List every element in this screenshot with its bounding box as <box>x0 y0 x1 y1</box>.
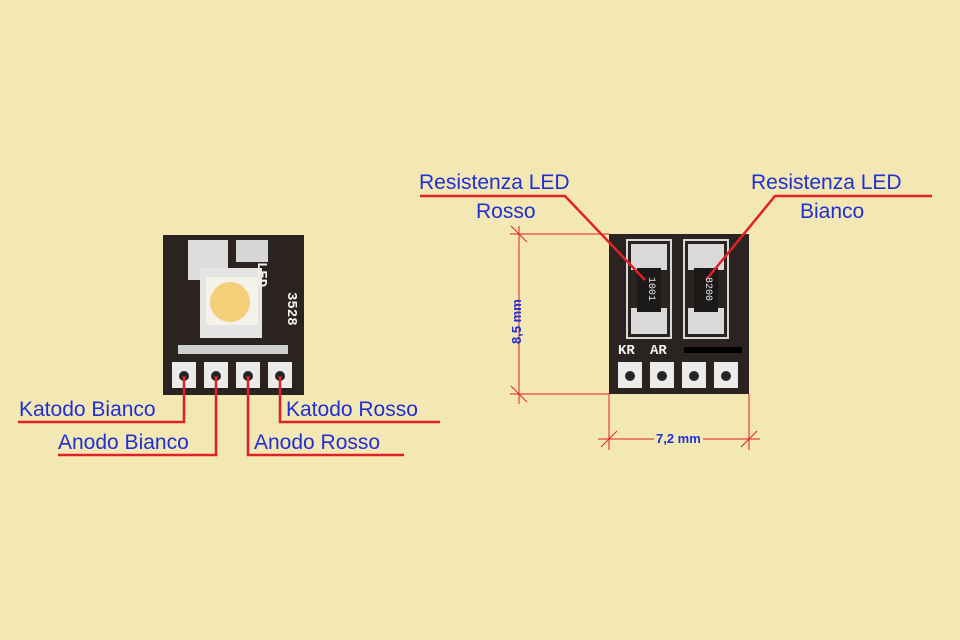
label-katodo-bianco: Katodo Bianco <box>19 398 156 421</box>
label-resistenza-rosso-line1: Resistenza LED <box>419 171 570 194</box>
right-leader-lines <box>420 194 932 281</box>
right-silkscreen-ar: AR <box>650 343 667 359</box>
label-katodo-rosso: Katodo Rosso <box>286 398 418 421</box>
label-resistenza-bianco-line2: Bianco <box>800 200 865 223</box>
led-emitter <box>210 282 250 322</box>
resistor-code-rosso: 1001 <box>645 277 656 302</box>
dimension-height-label: 8,5 mm <box>509 299 524 344</box>
label-resistenza-bianco-line1: Resistenza LED <box>751 171 902 194</box>
left-pin-pads <box>172 362 292 388</box>
dimension-width-label: 7,2 mm <box>654 431 703 446</box>
left-silkscreen-led: LED <box>253 262 269 288</box>
dimension-lines <box>510 225 760 450</box>
left-leader-lines <box>18 376 440 457</box>
label-anodo-bianco: Anodo Bianco <box>58 431 189 454</box>
right-silkscreen-kr: KR <box>618 343 635 359</box>
label-anodo-rosso: Anodo Rosso <box>254 431 381 454</box>
label-resistenza-rosso-line2: Rosso <box>476 200 536 223</box>
left-silkscreen-3528: 3528 <box>283 292 299 326</box>
left-pcb-board <box>163 235 304 395</box>
right-pin-pads <box>618 362 738 388</box>
resistor-code-bianco: 8200 <box>702 277 713 302</box>
resistor-white-led <box>694 268 718 312</box>
